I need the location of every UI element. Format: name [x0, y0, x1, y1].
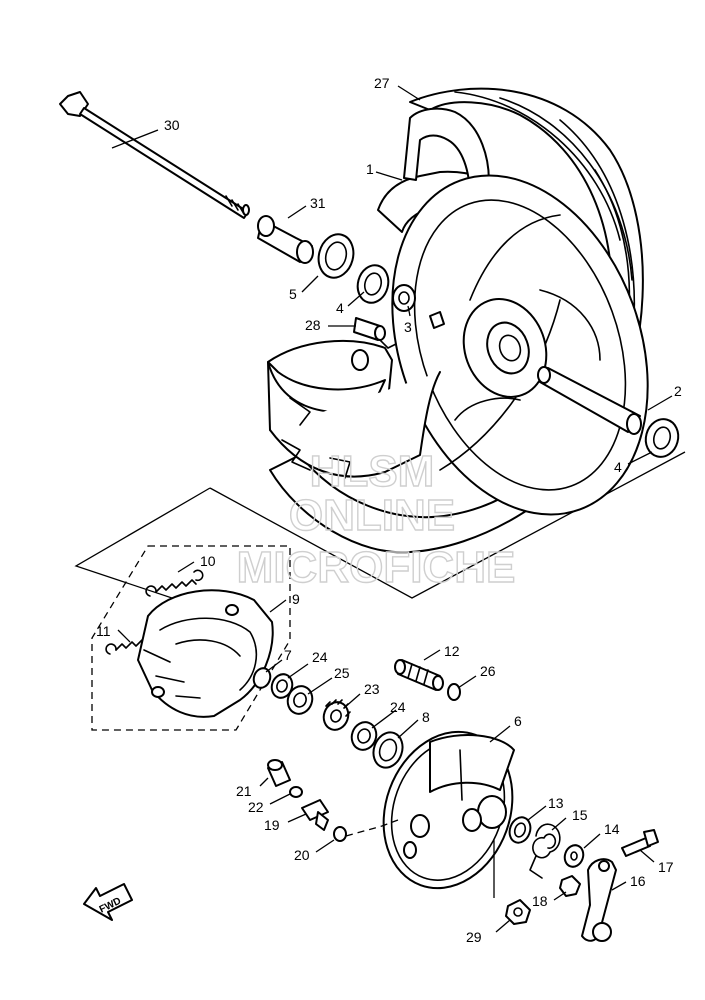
- callout-29: 29: [466, 929, 482, 945]
- bolt-17[interactable]: [621, 829, 659, 857]
- wheel-rim[interactable]: [347, 107, 692, 551]
- watermark-line-3: MICROFICHE: [237, 543, 516, 592]
- spring-15[interactable]: [529, 823, 561, 879]
- shaft-12[interactable]: [394, 659, 444, 691]
- callout-23: 23: [364, 681, 380, 697]
- spacer-flange-3[interactable]: [392, 284, 445, 329]
- seal-13[interactable]: [506, 814, 534, 845]
- callout-3: 3: [404, 319, 412, 335]
- callout-22: 22: [248, 799, 264, 815]
- o-ring-26[interactable]: [447, 683, 461, 701]
- callout-12: 12: [444, 643, 460, 659]
- collar-31[interactable]: [257, 215, 314, 264]
- callout-13: 13: [548, 795, 564, 811]
- axle-30[interactable]: [59, 91, 250, 219]
- callouts: 27 30 1 31 5 4 3 28 2 4 10 9 11 7 24 12 …: [96, 75, 682, 945]
- callout-26: 26: [480, 663, 496, 679]
- callout-10: 10: [200, 553, 216, 569]
- callout-30: 30: [164, 117, 180, 133]
- brake-plate-6[interactable]: [362, 714, 533, 907]
- watermark-line-2: ONLINE: [289, 491, 455, 540]
- leader-lines: [111, 85, 673, 933]
- brake-shoe-group-box: [91, 545, 291, 731]
- gear-19[interactable]: [301, 799, 329, 831]
- callout-19: 19: [264, 817, 280, 833]
- callout-6: 6: [514, 713, 522, 729]
- hub-drum[interactable]: [267, 339, 441, 479]
- callout-9: 9: [292, 591, 300, 607]
- callout-5: 5: [289, 286, 297, 302]
- washer-24-lower[interactable]: [348, 719, 380, 754]
- watermark-line-1: HLSM: [310, 447, 435, 496]
- callout-24-lower: 24: [390, 699, 406, 715]
- oil-seal-8[interactable]: [369, 728, 408, 771]
- spacer-28[interactable]: [353, 317, 397, 349]
- nut-29[interactable]: [505, 899, 531, 925]
- callout-16: 16: [630, 873, 646, 889]
- spring-10[interactable]: [145, 569, 204, 597]
- callout-1: 1: [366, 161, 374, 177]
- callout-15: 15: [572, 807, 588, 823]
- washer-20[interactable]: [333, 826, 347, 842]
- callout-27: 27: [374, 75, 390, 91]
- callout-18: 18: [532, 893, 548, 909]
- washer-25[interactable]: [284, 683, 316, 718]
- cap-21[interactable]: [267, 759, 291, 787]
- watermark: HLSM ONLINE MICROFICHE: [236, 446, 516, 592]
- bearing-4-upper[interactable]: [354, 262, 393, 306]
- callout-20: 20: [294, 847, 310, 863]
- cam-lever-16[interactable]: [581, 858, 617, 942]
- callout-28: 28: [305, 317, 321, 333]
- callout-4-right: 4: [614, 459, 622, 475]
- washer-24-upper[interactable]: [268, 671, 295, 700]
- circlip-7[interactable]: [251, 666, 273, 690]
- callout-14: 14: [604, 821, 620, 837]
- callout-8: 8: [422, 709, 430, 725]
- gear-23[interactable]: [320, 699, 352, 734]
- nut-18[interactable]: [559, 875, 581, 897]
- callout-7: 7: [284, 647, 292, 663]
- callout-11: 11: [96, 623, 111, 639]
- indicator-14[interactable]: [562, 843, 586, 870]
- callout-25: 25: [334, 665, 350, 681]
- fwd-arrow-icon: FWD: [83, 883, 133, 921]
- o-ring-22[interactable]: [289, 786, 303, 798]
- callout-31: 31: [310, 195, 326, 211]
- callout-4: 4: [336, 300, 344, 316]
- callout-17: 17: [658, 859, 674, 875]
- callout-2: 2: [674, 383, 682, 399]
- spacer-2[interactable]: [537, 366, 642, 435]
- brake-shoes-9[interactable]: [137, 589, 274, 718]
- callout-24: 24: [312, 649, 328, 665]
- oil-seal-5[interactable]: [314, 230, 358, 281]
- bearing-4-right[interactable]: [642, 416, 683, 461]
- callout-21: 21: [236, 783, 252, 799]
